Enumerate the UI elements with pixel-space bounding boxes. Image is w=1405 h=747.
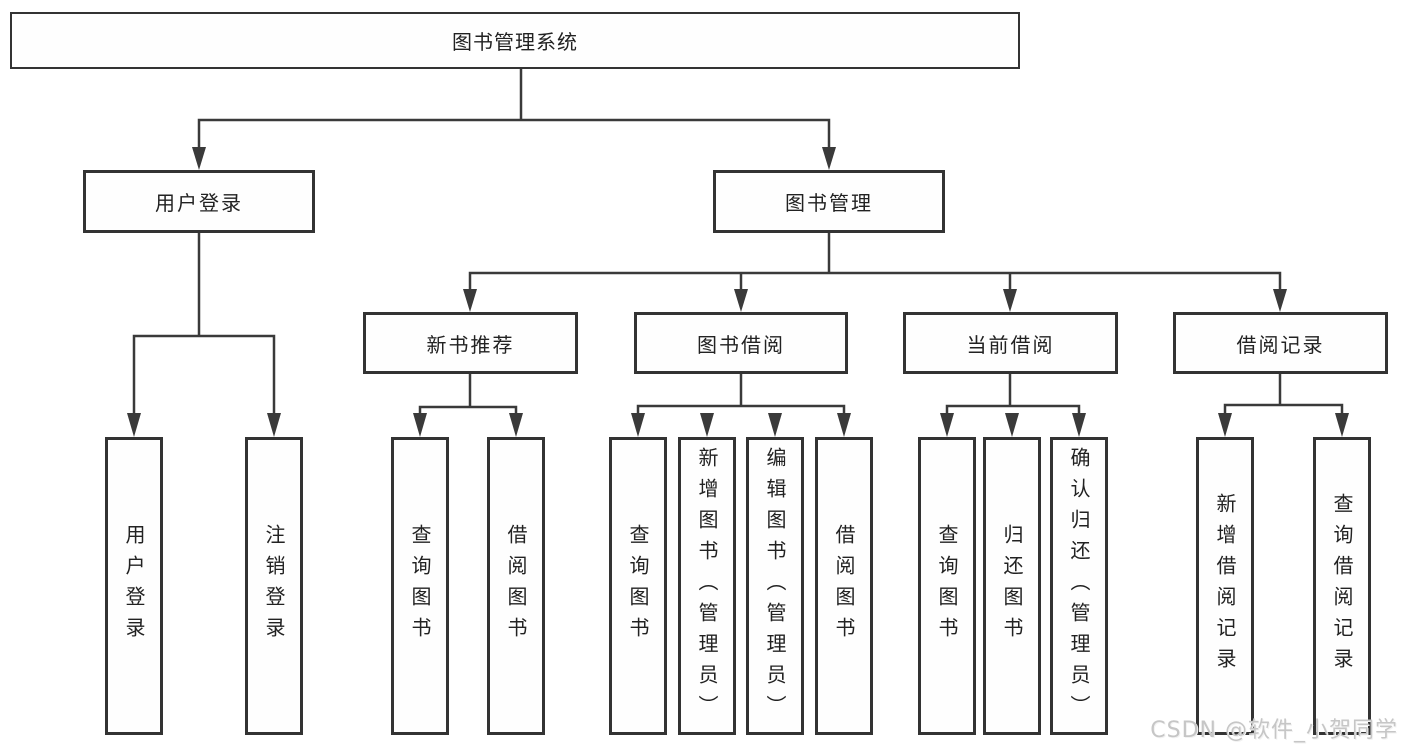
leaf-borrow-book-label: 借阅图书: [832, 524, 856, 648]
node-borrow-records-label: 借阅记录: [1236, 332, 1325, 357]
leaf-borrow-query-book: 查询图书: [609, 437, 667, 735]
leaf-logout: 注销登录: [245, 437, 303, 735]
leaf-query-borrow-record: 查询借阅记录: [1313, 437, 1371, 735]
leaf-edit-book-admin-label: 编辑图书（管理员）: [763, 446, 787, 726]
leaf-recommend-borrow-book-label: 借阅图书: [504, 524, 528, 648]
connector-arrowheads: [127, 147, 1349, 437]
leaf-query-borrow-record-label: 查询借阅记录: [1330, 493, 1354, 679]
leaf-recommend-query-book: 查询图书: [391, 437, 449, 735]
leaf-recommend-query-book-label: 查询图书: [408, 524, 432, 648]
node-borrow-records: 借阅记录: [1173, 312, 1388, 374]
leaf-confirm-return-admin-label: 确认归还（管理员）: [1067, 446, 1091, 726]
node-new-book-recommend-label: 新书推荐: [426, 332, 515, 357]
node-current-borrow: 当前借阅: [903, 312, 1118, 374]
leaf-current-query-book: 查询图书: [918, 437, 976, 735]
leaf-return-book: 归还图书: [983, 437, 1041, 735]
node-book-borrow-label: 图书借阅: [697, 332, 785, 357]
leaf-confirm-return-admin: 确认归还（管理员）: [1050, 437, 1108, 735]
node-user-login: 用户登录: [83, 170, 315, 233]
node-book-borrow: 图书借阅: [634, 312, 848, 374]
node-book-management: 图书管理: [713, 170, 945, 233]
leaf-add-borrow-record: 新增借阅记录: [1196, 437, 1254, 735]
leaf-add-borrow-record-label: 新增借阅记录: [1213, 493, 1237, 679]
csdn-watermark: CSDN @软件_小贺同学: [1150, 718, 1398, 743]
node-new-book-recommend: 新书推荐: [363, 312, 578, 374]
leaf-logout-label: 注销登录: [262, 524, 286, 648]
leaf-return-book-label: 归还图书: [1000, 524, 1024, 648]
leaf-add-book-admin-label: 新增图书（管理员）: [695, 446, 719, 726]
leaf-borrow-query-book-label: 查询图书: [626, 524, 650, 648]
leaf-edit-book-admin: 编辑图书（管理员）: [746, 437, 804, 735]
connector-edges: [132, 69, 1344, 415]
leaf-add-book-admin: 新增图书（管理员）: [678, 437, 736, 735]
leaf-borrow-book: 借阅图书: [815, 437, 873, 735]
node-root-label: 图书管理系统: [452, 30, 578, 54]
node-root: 图书管理系统: [10, 12, 1020, 69]
node-current-borrow-label: 当前借阅: [966, 332, 1055, 357]
node-user-login-label: 用户登录: [155, 191, 243, 215]
leaf-current-query-book-label: 查询图书: [935, 524, 959, 648]
leaf-recommend-borrow-book: 借阅图书: [487, 437, 545, 735]
leaf-user-login-label: 用户登录: [122, 524, 146, 648]
node-book-management-label: 图书管理: [785, 191, 873, 215]
leaf-user-login: 用户登录: [105, 437, 163, 735]
